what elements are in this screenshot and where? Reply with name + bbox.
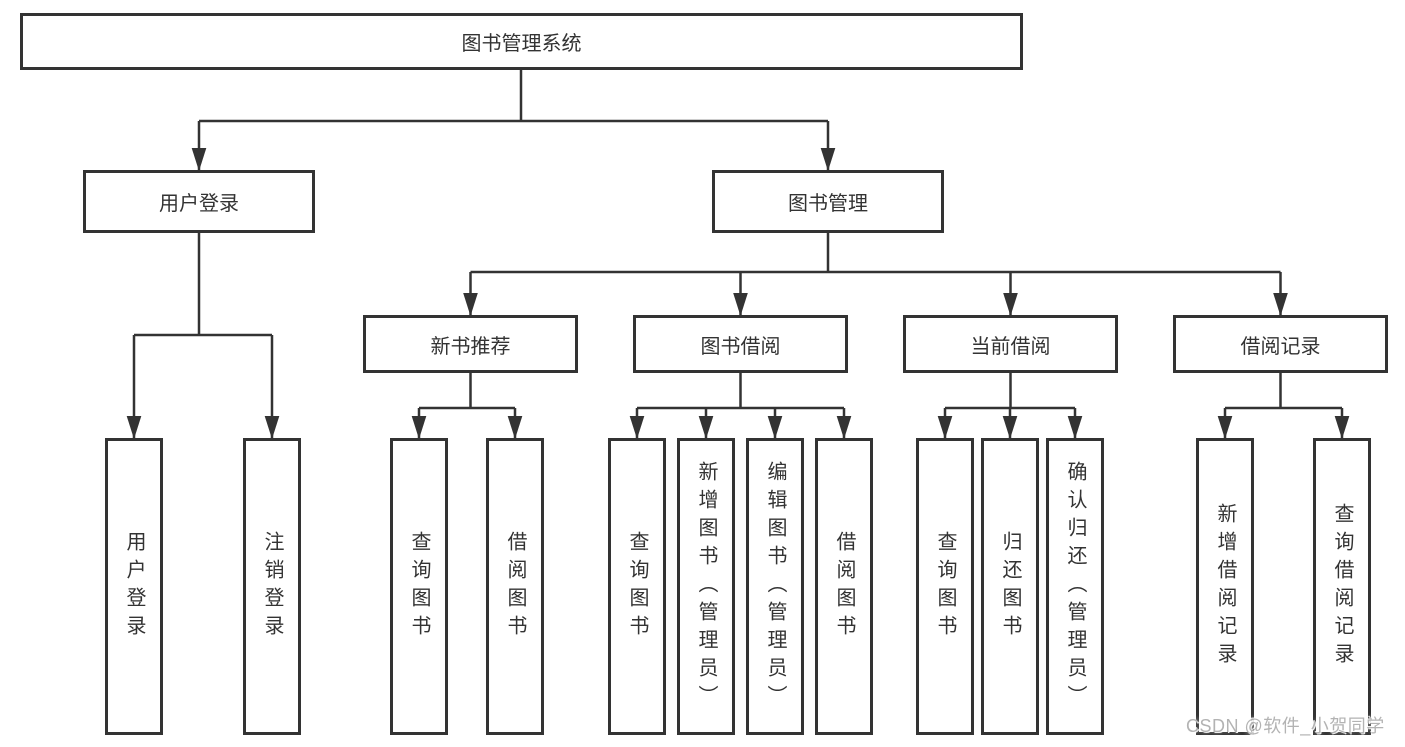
node-book-borrow: 图书借阅: [633, 315, 848, 373]
node-borrow-records-label: 借阅记录: [1240, 335, 1321, 358]
leaf-query-borrow-record: 查询借阅记录: [1313, 438, 1371, 735]
leaf-query-books-borrow-label: 查询图书: [626, 530, 648, 643]
leaf-return-book: 归还图书: [981, 438, 1039, 735]
node-root: 图书管理系统: [20, 13, 1023, 70]
node-new-book-recommend: 新书推荐: [363, 315, 578, 373]
leaf-return-book-label: 归还图书: [999, 530, 1021, 643]
node-user-login-label: 用户登录: [159, 193, 239, 215]
watermark: CSDN @软件_小贺同学: [1186, 716, 1385, 736]
leaf-query-books-recommend: 查询图书: [390, 438, 448, 735]
leaf-borrow-books-recommend: 借阅图书: [486, 438, 544, 735]
leaf-query-books-recommend-label: 查询图书: [408, 530, 430, 643]
leaf-add-book-admin-label: 新增图书（管理员）: [695, 460, 717, 713]
node-current-borrow: 当前借阅: [903, 315, 1118, 373]
leaf-borrow-books-recommend-label: 借阅图书: [504, 530, 526, 643]
leaf-edit-book-admin: 编辑图书（管理员）: [746, 438, 804, 735]
leaf-query-books-current-label: 查询图书: [934, 530, 956, 643]
node-borrow-records: 借阅记录: [1173, 315, 1388, 373]
leaf-borrow-books-label: 借阅图书: [833, 530, 855, 643]
leaf-confirm-return-admin-label: 确认归还（管理员）: [1064, 460, 1086, 713]
node-current-borrow-label: 当前借阅: [970, 335, 1051, 358]
leaf-query-books-borrow: 查询图书: [608, 438, 666, 735]
leaf-add-book-admin: 新增图书（管理员）: [677, 438, 735, 735]
node-root-label: 图书管理系统: [461, 33, 582, 55]
leaf-logout: 注销登录: [243, 438, 301, 735]
node-user-login: 用户登录: [83, 170, 315, 233]
leaf-query-books-current: 查询图书: [916, 438, 974, 735]
leaf-logout-label: 注销登录: [261, 530, 283, 643]
leaf-edit-book-admin-label: 编辑图书（管理员）: [764, 460, 786, 713]
leaf-borrow-books: 借阅图书: [815, 438, 873, 735]
leaf-confirm-return-admin: 确认归还（管理员）: [1046, 438, 1104, 735]
leaf-query-borrow-record-label: 查询借阅记录: [1331, 502, 1353, 671]
leaf-add-borrow-record-label: 新增借阅记录: [1214, 502, 1236, 671]
node-book-borrow-label: 图书借阅: [700, 335, 781, 358]
node-new-book-recommend-label: 新书推荐: [430, 335, 511, 358]
node-book-management-label: 图书管理: [788, 193, 868, 215]
leaf-user-login: 用户登录: [105, 438, 163, 735]
leaf-add-borrow-record: 新增借阅记录: [1196, 438, 1254, 735]
leaf-user-login-label: 用户登录: [123, 530, 145, 643]
node-book-management: 图书管理: [712, 170, 944, 233]
